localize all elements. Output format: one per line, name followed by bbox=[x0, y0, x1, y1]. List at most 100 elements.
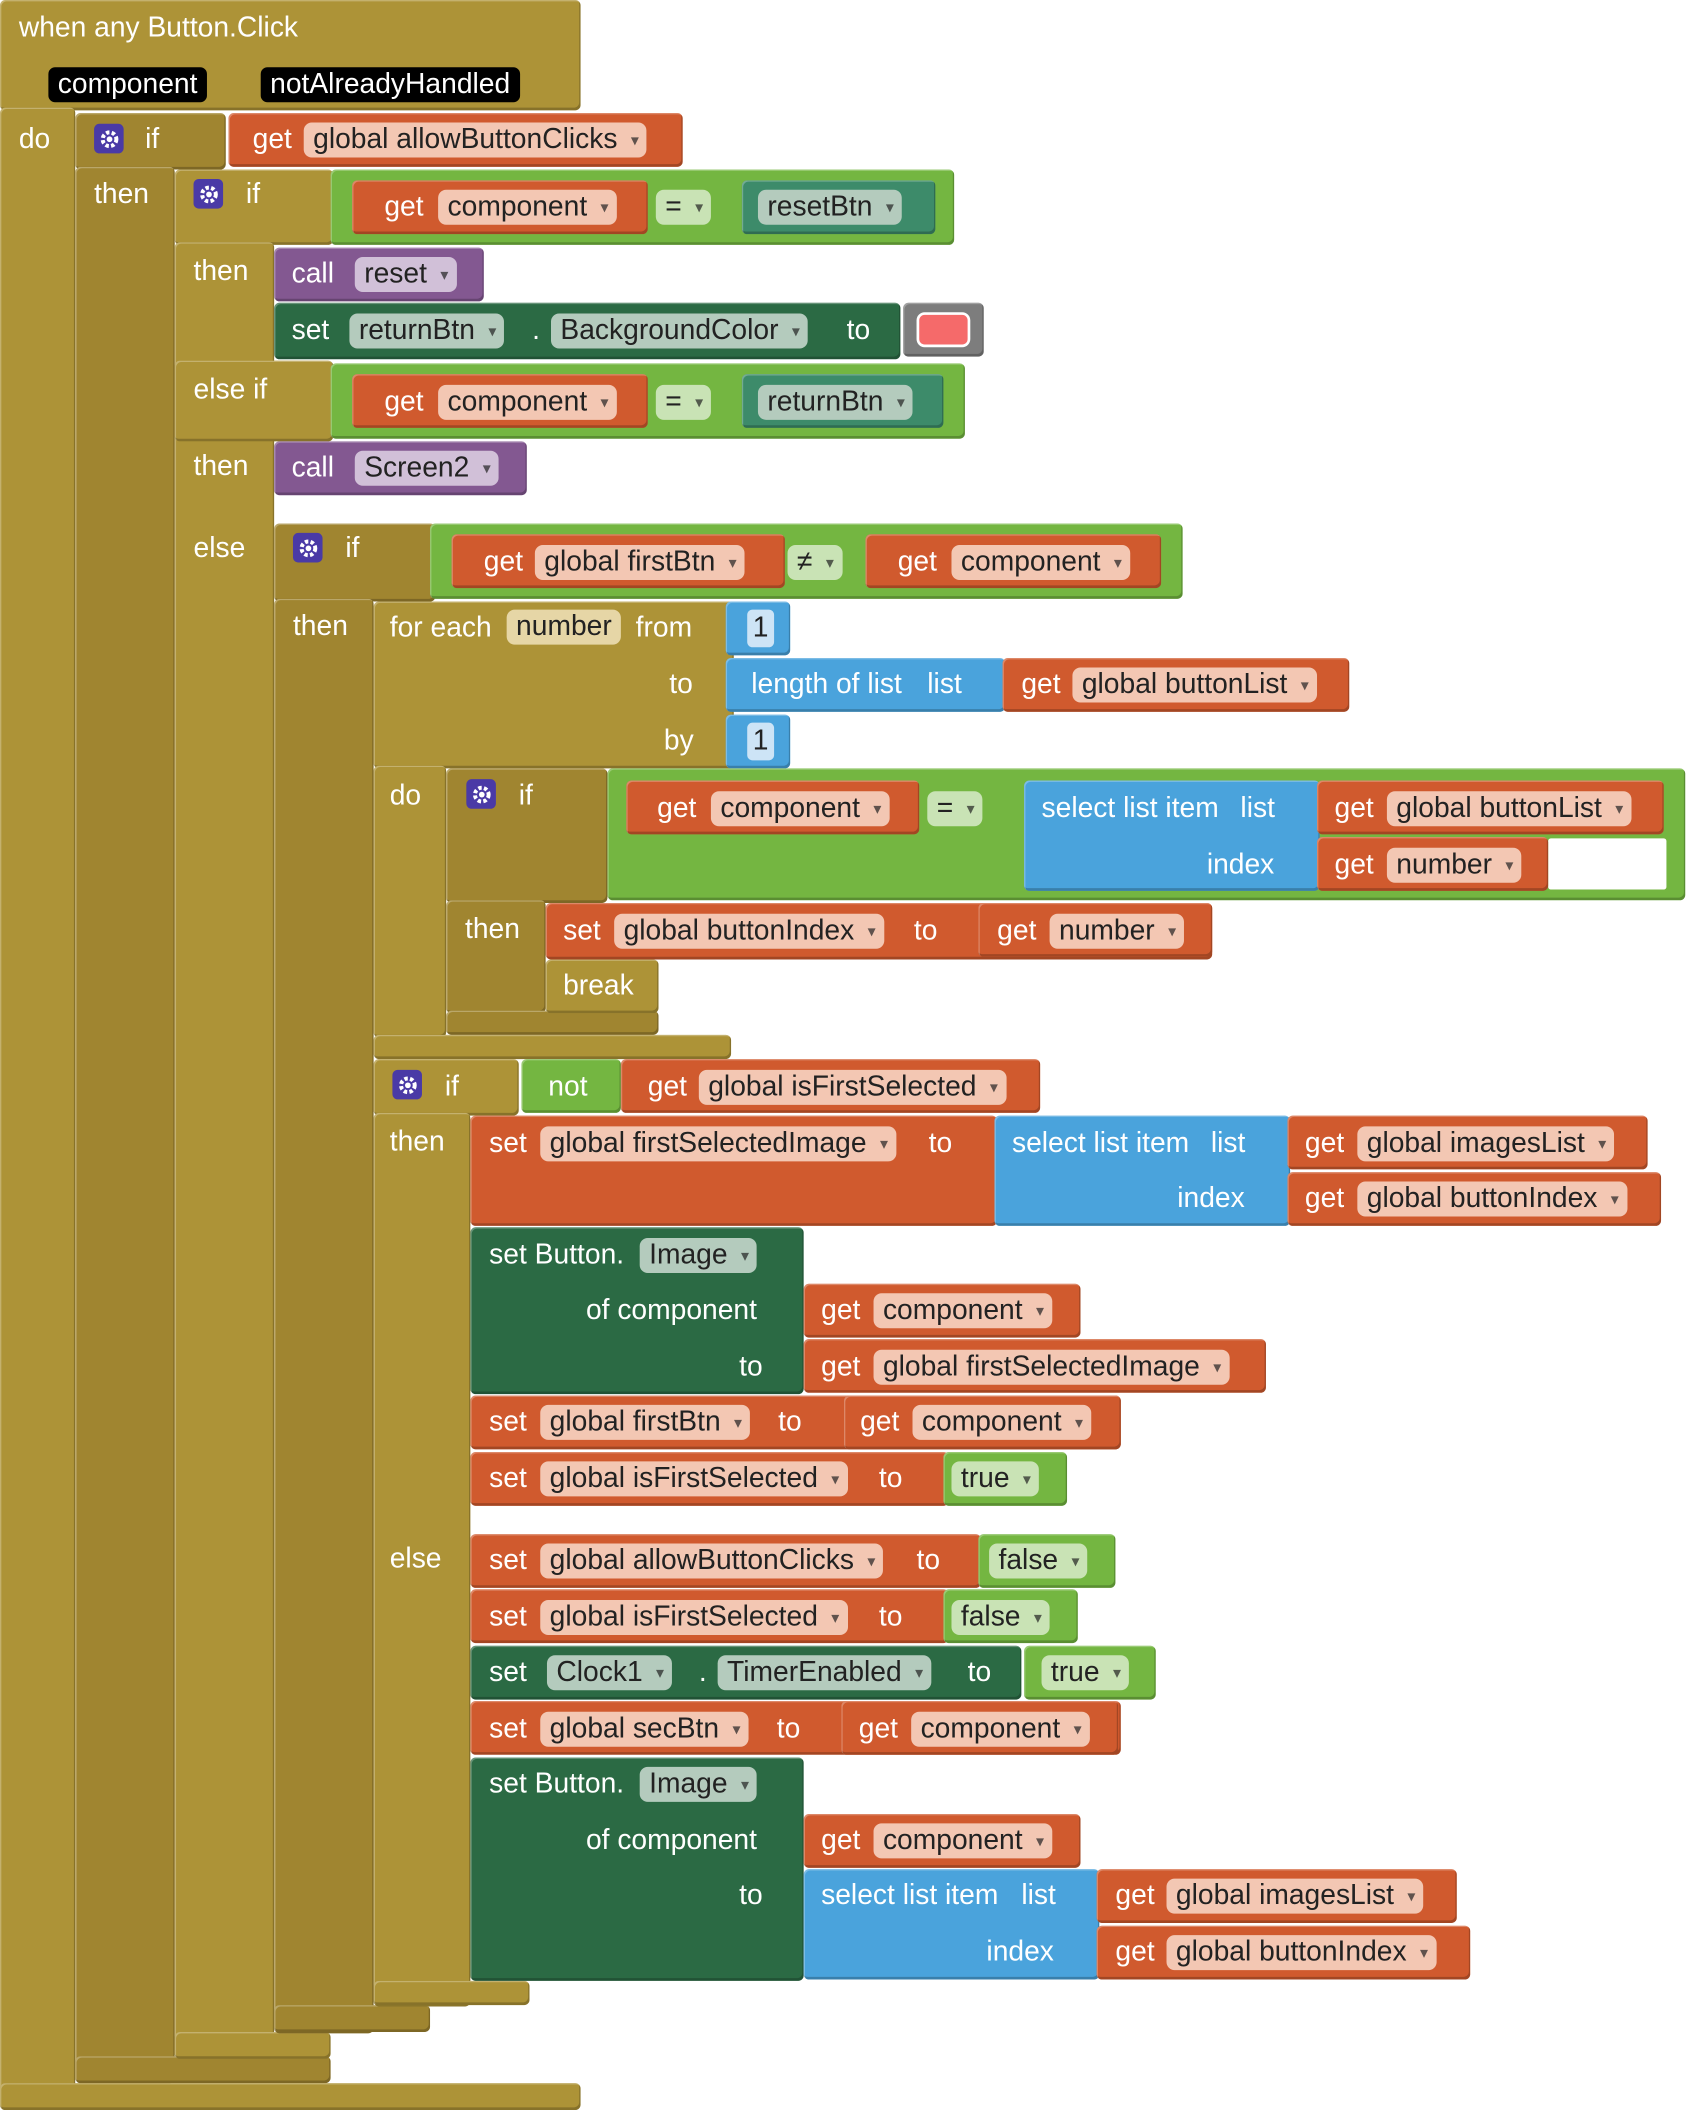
property-dropdown[interactable]: TimerEnabled bbox=[717, 1655, 932, 1691]
if-block-loop-body bbox=[446, 900, 546, 1014]
to-label: to bbox=[846, 314, 871, 346]
length-of-list[interactable] bbox=[725, 658, 1006, 712]
component-dropdown[interactable]: returnBtn bbox=[349, 313, 505, 349]
to-label: to bbox=[928, 1127, 953, 1159]
component-dropdown[interactable]: Clock1 bbox=[546, 1655, 673, 1691]
mutator-gear-icon[interactable] bbox=[466, 779, 496, 809]
get-label: get bbox=[1115, 1879, 1155, 1911]
variable-dropdown[interactable]: component bbox=[912, 1404, 1092, 1440]
set-label: set bbox=[489, 1713, 527, 1745]
number-value[interactable]: 1 bbox=[747, 722, 775, 761]
procedure-dropdown[interactable]: Screen2 bbox=[354, 450, 499, 486]
to-label: to bbox=[669, 668, 693, 700]
variable-dropdown[interactable]: component bbox=[710, 791, 890, 827]
if-block-third-body bbox=[274, 598, 374, 2034]
property-dropdown[interactable]: BackgroundColor bbox=[550, 313, 809, 349]
mutator-gear-icon[interactable] bbox=[193, 178, 224, 209]
variable-dropdown[interactable]: global isFirstSelected bbox=[698, 1069, 1007, 1105]
boolean-dropdown[interactable]: false bbox=[951, 1600, 1051, 1636]
variable-dropdown[interactable]: component bbox=[911, 1711, 1090, 1747]
variable-dropdown[interactable]: global buttonList bbox=[1386, 791, 1632, 827]
if-label: if bbox=[345, 532, 360, 564]
if-block-inner-body bbox=[174, 242, 275, 2059]
component-dropdown[interactable]: returnBtn bbox=[757, 384, 914, 420]
variable-dropdown[interactable]: global buttonIndex bbox=[614, 913, 884, 949]
variable-dropdown[interactable]: global buttonList bbox=[1072, 667, 1317, 703]
component-dropdown[interactable]: resetBtn bbox=[757, 189, 903, 225]
mutator-gear-icon[interactable] bbox=[292, 532, 323, 563]
variable-dropdown[interactable]: component bbox=[438, 189, 617, 225]
then-label: then bbox=[193, 450, 249, 482]
param-not-already-handled[interactable]: notAlreadyHandled bbox=[260, 67, 520, 103]
boolean-dropdown[interactable]: true bbox=[1041, 1655, 1130, 1691]
set-label: set bbox=[489, 1601, 527, 1633]
variable-dropdown[interactable]: component bbox=[951, 545, 1131, 580]
to-label: to bbox=[878, 1462, 903, 1494]
loop-variable-number[interactable]: number bbox=[506, 609, 622, 645]
variable-dropdown[interactable]: global firstSelectedImage bbox=[540, 1126, 897, 1162]
call-label: call bbox=[291, 258, 334, 290]
if-label: if bbox=[518, 780, 533, 812]
select-list-item-label: select list item bbox=[821, 1879, 999, 1911]
number-value[interactable]: 1 bbox=[747, 609, 775, 648]
if-label: if bbox=[444, 1071, 459, 1103]
param-component[interactable]: component bbox=[48, 67, 207, 103]
index-label: index bbox=[1177, 1182, 1245, 1214]
variable-dropdown[interactable]: global imagesList bbox=[1357, 1126, 1615, 1162]
procedure-dropdown[interactable]: reset bbox=[354, 257, 457, 293]
select-list-item[interactable] bbox=[803, 1869, 1100, 1980]
variable-dropdown[interactable]: global firstBtn bbox=[534, 545, 745, 580]
get-label: get bbox=[647, 1071, 688, 1103]
for-each-label: for each bbox=[389, 612, 492, 644]
not-block[interactable] bbox=[521, 1059, 621, 1113]
variable-dropdown[interactable]: global firstBtn bbox=[540, 1404, 751, 1440]
variable-dropdown[interactable]: global secBtn bbox=[540, 1711, 749, 1747]
property-dropdown[interactable]: Image bbox=[639, 1766, 758, 1802]
variable-dropdown[interactable]: component bbox=[438, 384, 617, 420]
variable-dropdown[interactable]: component bbox=[873, 1293, 1053, 1329]
variable-dropdown[interactable]: number bbox=[1049, 913, 1185, 949]
get-label: get bbox=[897, 546, 937, 578]
variable-dropdown[interactable]: global firstSelectedImage bbox=[873, 1349, 1230, 1385]
property-dropdown[interactable]: Image bbox=[639, 1238, 758, 1274]
equals-operator-dropdown[interactable]: = bbox=[655, 384, 712, 420]
dot-label: . bbox=[532, 314, 541, 346]
event-block-bottom bbox=[0, 2083, 581, 2110]
break-block[interactable] bbox=[545, 959, 659, 1014]
mutator-gear-icon[interactable] bbox=[392, 1069, 422, 1100]
not-equals-operator-dropdown[interactable]: ≠ bbox=[787, 545, 842, 580]
get-label: get bbox=[483, 546, 524, 578]
then-label: then bbox=[389, 1126, 445, 1158]
of-component-label: of component bbox=[585, 1824, 757, 1856]
if-label: if bbox=[245, 178, 261, 210]
variable-dropdown[interactable]: global imagesList bbox=[1166, 1878, 1424, 1914]
get-label: get bbox=[860, 1406, 900, 1438]
variable-dropdown[interactable]: number bbox=[1386, 847, 1522, 883]
from-label: from bbox=[635, 612, 693, 644]
variable-dropdown[interactable]: component bbox=[873, 1823, 1053, 1859]
variable-dropdown[interactable]: global isFirstSelected bbox=[540, 1600, 848, 1636]
variable-dropdown[interactable]: global allowButtonClicks bbox=[540, 1543, 884, 1579]
select-list-item[interactable] bbox=[1024, 780, 1320, 891]
equals-operator-dropdown[interactable]: = bbox=[927, 791, 983, 827]
variable-dropdown[interactable]: global buttonIndex bbox=[1357, 1181, 1627, 1217]
index-label: index bbox=[986, 1936, 1054, 1968]
variable-dropdown[interactable]: global allowButtonClicks bbox=[303, 122, 648, 158]
event-title: when any Button.Click bbox=[18, 12, 299, 44]
select-list-item[interactable] bbox=[994, 1115, 1291, 1226]
variable-dropdown[interactable]: global isFirstSelected bbox=[540, 1461, 848, 1497]
color-swatch[interactable] bbox=[916, 312, 971, 348]
equals-operator-dropdown[interactable]: = bbox=[655, 189, 712, 225]
boolean-dropdown[interactable]: false bbox=[989, 1543, 1088, 1579]
variable-dropdown[interactable]: global buttonIndex bbox=[1166, 1935, 1437, 1971]
list-label: list bbox=[1210, 1127, 1246, 1159]
if-block-outer-body bbox=[75, 166, 175, 2084]
mutator-gear-icon[interactable] bbox=[94, 123, 124, 154]
break-label: break bbox=[563, 970, 634, 1002]
get-label: get bbox=[1304, 1182, 1345, 1214]
if-block-not-body bbox=[373, 1112, 471, 2007]
get-label: get bbox=[384, 191, 424, 223]
boolean-dropdown[interactable]: true bbox=[951, 1461, 1040, 1497]
index-label: index bbox=[1206, 849, 1275, 881]
